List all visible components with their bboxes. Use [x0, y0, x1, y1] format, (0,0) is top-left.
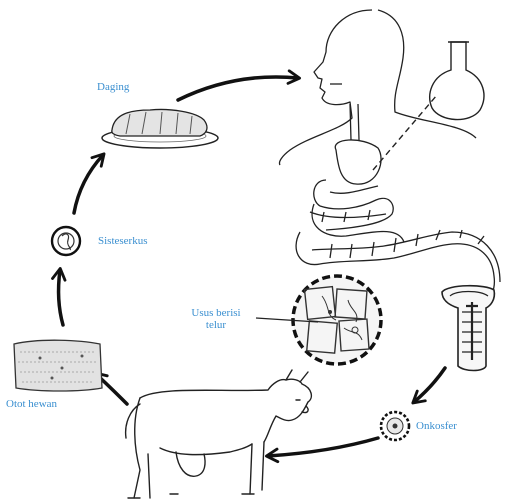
magnified-intestine-icon	[293, 276, 381, 364]
label-otot-hewan: Otot hewan	[6, 398, 57, 410]
arrow-segment-to-egg	[414, 368, 445, 402]
label-daging: Daging	[97, 81, 129, 93]
arrow-muscle-to-cyst	[59, 270, 63, 325]
cyst-icon	[52, 227, 80, 255]
arrow-egg-to-cow	[268, 438, 378, 456]
label-usus-line1: Usus berisi	[176, 307, 256, 319]
label-sisteserkus: Sisteserkus	[98, 235, 148, 247]
cow-icon	[126, 370, 312, 498]
muscle-slab-icon	[14, 340, 102, 391]
meat-plate-icon	[102, 109, 218, 148]
human-silhouette-icon	[279, 10, 500, 304]
arrow-cyst-to-meat	[74, 155, 103, 213]
tapeworm-segment-icon	[442, 286, 494, 371]
flask-icon	[430, 42, 484, 120]
label-usus-line2: telur	[176, 319, 256, 331]
arrow-meat-to-human	[178, 77, 298, 100]
egg-onchosphere-icon	[381, 412, 409, 440]
label-usus-berisi-telur: Usus berisi telur	[176, 307, 256, 331]
label-onkosfer: Onkosfer	[416, 420, 457, 432]
